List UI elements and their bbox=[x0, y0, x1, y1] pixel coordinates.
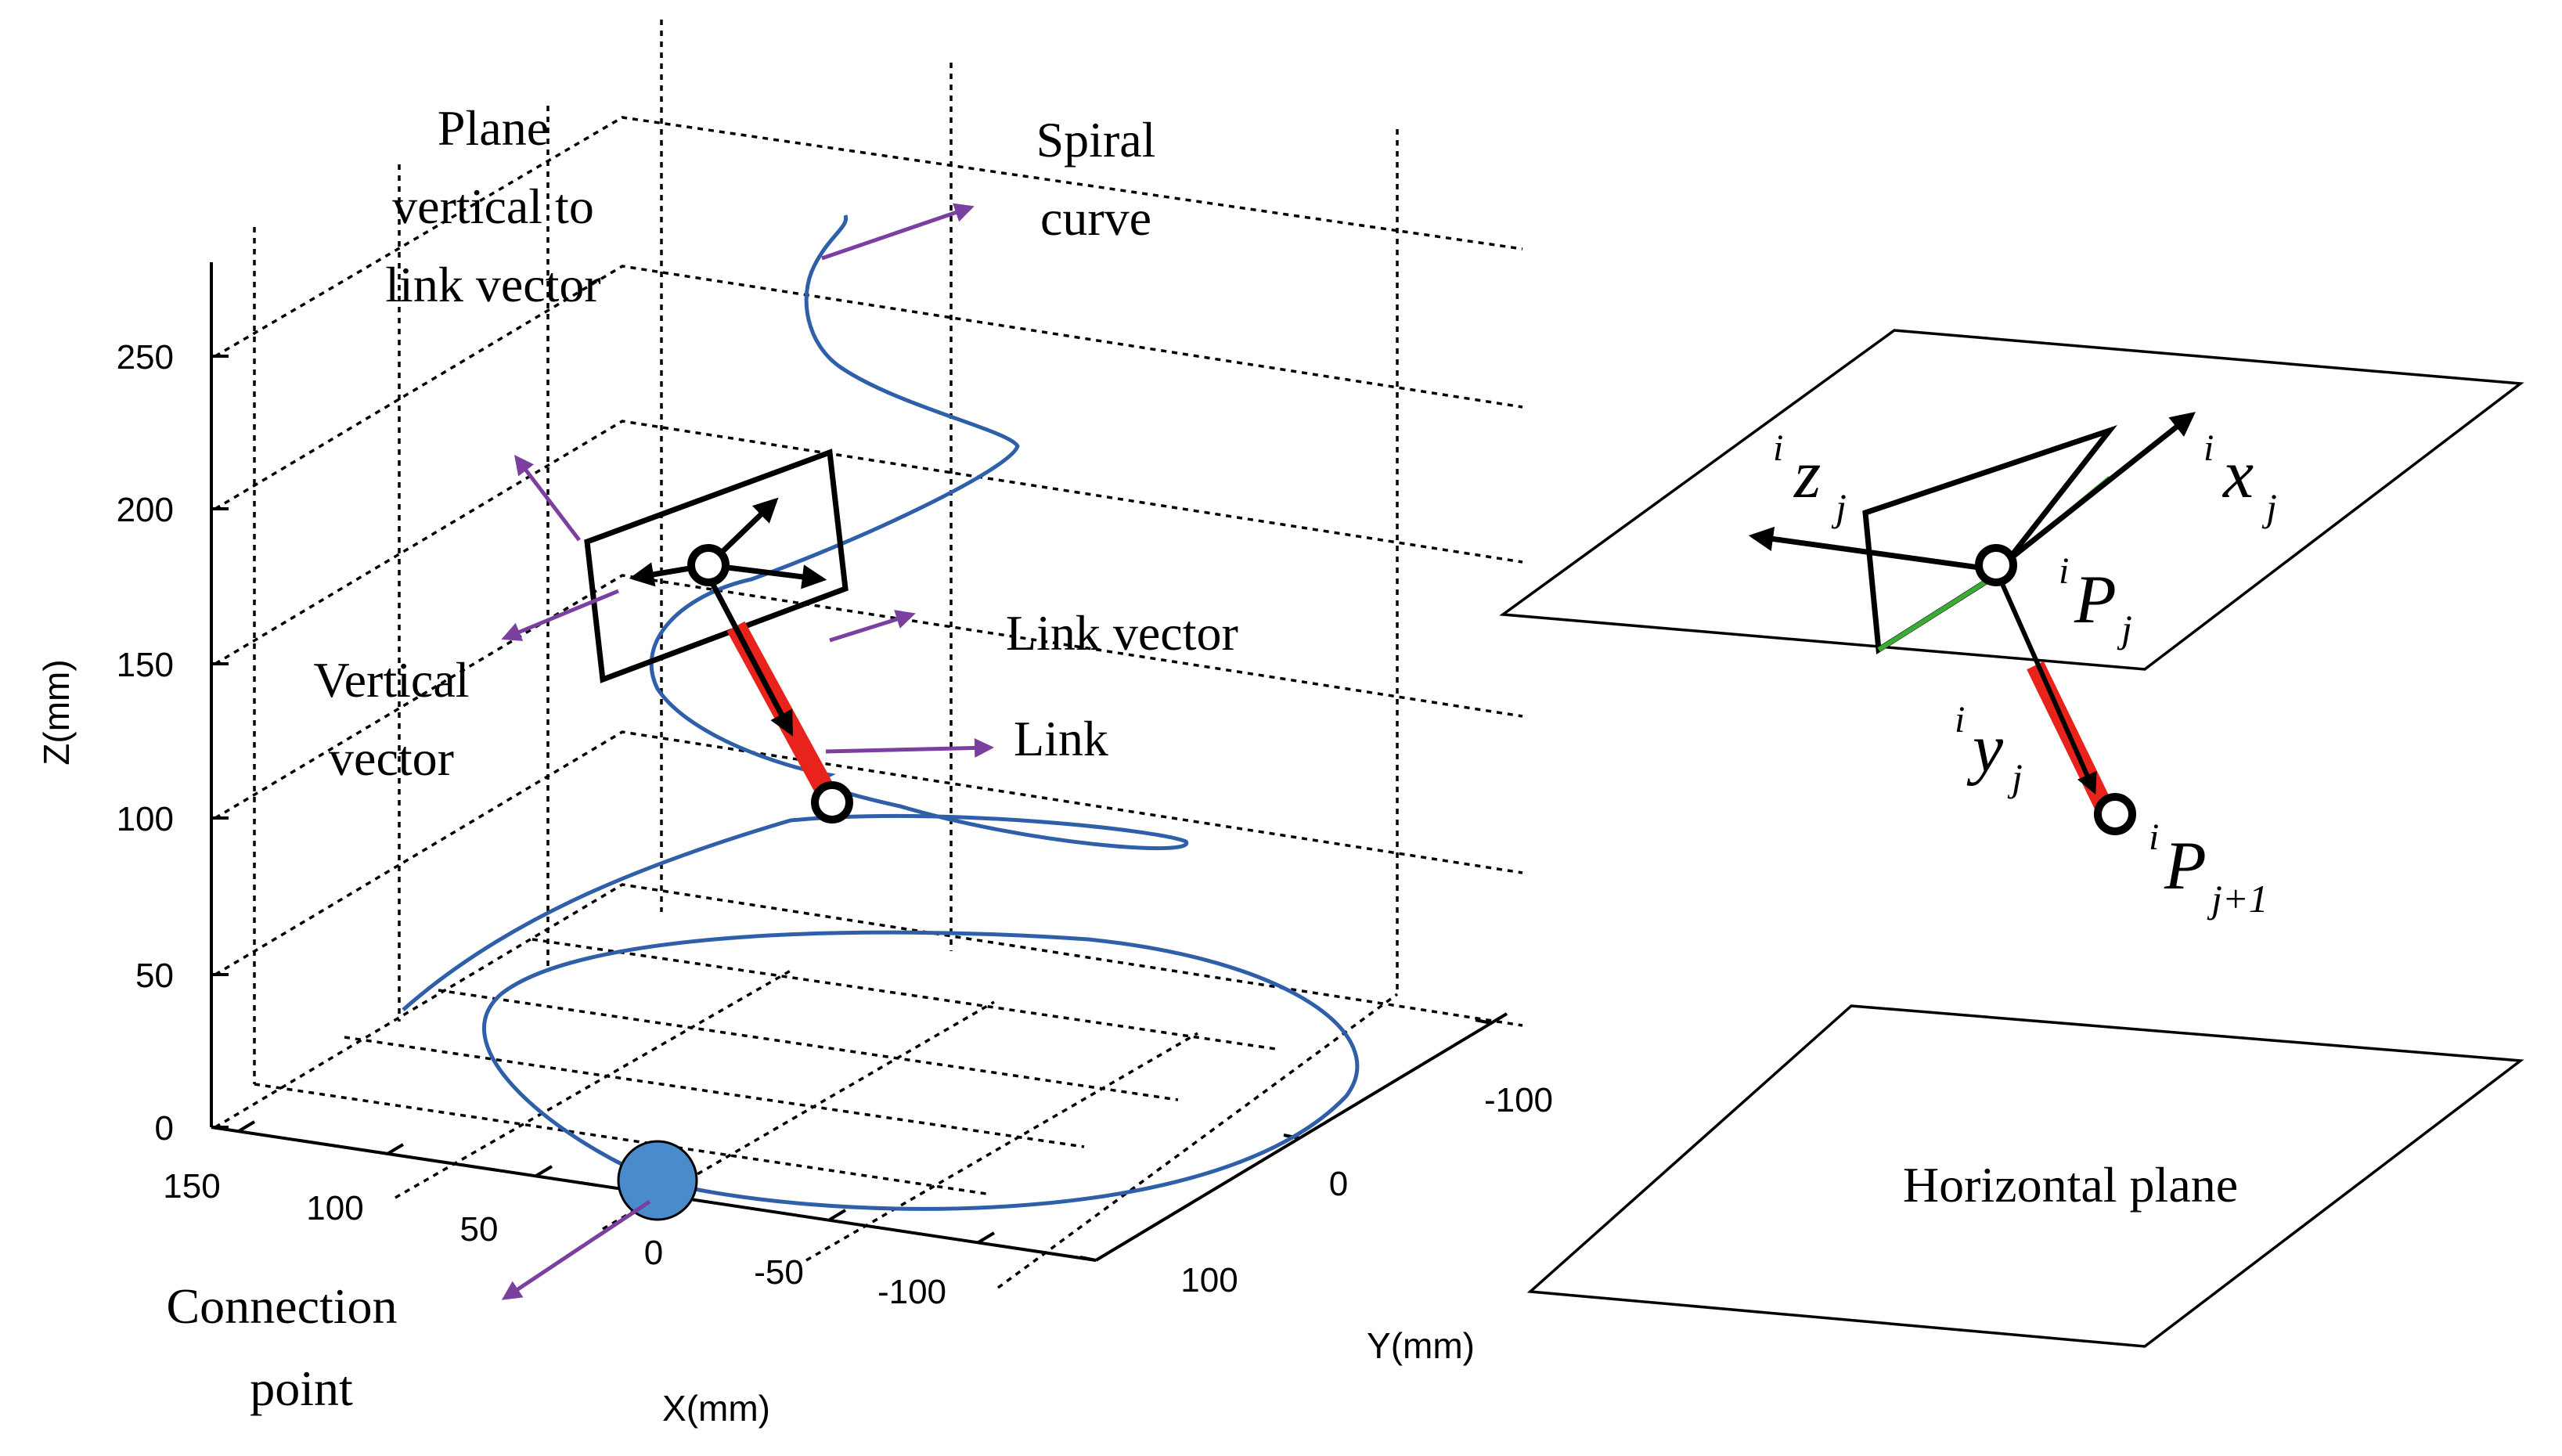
svg-text:j: j bbox=[1831, 485, 1847, 529]
joint-pj-marker bbox=[687, 544, 730, 586]
label-ip-j: i P j bbox=[2059, 550, 2132, 651]
spiral-curve bbox=[402, 214, 1360, 1211]
connection-point-marker bbox=[617, 1140, 698, 1221]
plane-vertical-to-link bbox=[584, 449, 849, 683]
local-frame-plane bbox=[1862, 424, 2117, 655]
svg-text:j+1: j+1 bbox=[2207, 877, 2268, 921]
y-tick-0: 0 bbox=[1329, 1165, 1348, 1203]
x-tick-50: 50 bbox=[460, 1210, 499, 1249]
label-plane-line1: Plane bbox=[438, 100, 549, 156]
y-axis-label: Y(mm) bbox=[1367, 1325, 1475, 1366]
label-ip-j1: i P j+1 bbox=[2149, 816, 2268, 921]
svg-text:x: x bbox=[2221, 437, 2254, 513]
z-tick-250: 250 bbox=[117, 338, 174, 377]
svg-text:P: P bbox=[2164, 828, 2207, 904]
right-joint-pj1-marker bbox=[2094, 793, 2136, 835]
svg-text:j: j bbox=[2007, 755, 2023, 799]
label-vertical-line1: Vertical bbox=[314, 652, 470, 708]
svg-text:y: y bbox=[1966, 711, 2004, 787]
svg-text:P: P bbox=[2074, 562, 2117, 638]
label-spiral-line2: curve bbox=[1040, 190, 1151, 246]
svg-text:i: i bbox=[2149, 816, 2159, 858]
y-tick-minus100: -100 bbox=[1484, 1081, 1553, 1119]
z-tick-200: 200 bbox=[117, 491, 174, 529]
annotation-arrows bbox=[501, 203, 994, 1300]
x-tick-100: 100 bbox=[306, 1189, 363, 1227]
link-vector-arrow bbox=[709, 582, 794, 737]
label-connection-line1: Connection bbox=[166, 1278, 397, 1334]
label-plane-line2: vertical to bbox=[392, 178, 594, 234]
x-tick-150: 150 bbox=[163, 1167, 220, 1206]
x-tick-minus100: -100 bbox=[877, 1273, 946, 1311]
svg-text:j: j bbox=[2117, 607, 2132, 651]
horizontal-plane bbox=[1526, 1004, 2524, 1348]
plot-axes: 0 50 100 150 200 250 150 100 50 0 -50 -1… bbox=[36, 262, 1553, 1429]
label-plane-line3: link vector bbox=[385, 257, 600, 312]
svg-text:z: z bbox=[1793, 437, 1821, 513]
x-tick-minus50: -50 bbox=[754, 1253, 804, 1292]
label-link: Link bbox=[1014, 711, 1108, 766]
plot-grid bbox=[214, 20, 1523, 1289]
x-axis-label: X(mm) bbox=[662, 1388, 770, 1429]
label-iz-j: i z j bbox=[1773, 427, 1847, 529]
svg-text:i: i bbox=[1955, 699, 1965, 741]
y-tick-100: 100 bbox=[1180, 1261, 1238, 1299]
label-iy-j: i y j bbox=[1955, 699, 2023, 799]
z-tick-50: 50 bbox=[135, 957, 174, 995]
z-tick-150: 150 bbox=[117, 646, 174, 684]
z-tick-0: 0 bbox=[155, 1109, 174, 1148]
label-spiral-line1: Spiral bbox=[1036, 112, 1156, 168]
z-axis-label: Z(mm) bbox=[36, 659, 77, 765]
x-axis-arrow bbox=[1994, 412, 2196, 572]
label-connection-line2: point bbox=[250, 1360, 353, 1416]
frame-edge-green bbox=[1877, 573, 1998, 652]
label-vertical-line2: vector bbox=[329, 730, 454, 786]
right-joint-pj-marker bbox=[1975, 544, 2017, 586]
y-axis-arrow bbox=[1994, 568, 2097, 795]
z-tick-100: 100 bbox=[117, 800, 174, 838]
svg-text:i: i bbox=[2059, 550, 2069, 592]
label-ix-j: i x j bbox=[2203, 427, 2277, 529]
x-tick-0: 0 bbox=[644, 1234, 663, 1272]
svg-text:i: i bbox=[2203, 427, 2214, 469]
joint-pj1-marker bbox=[811, 781, 853, 824]
label-horizontal-plane: Horizontal plane bbox=[1903, 1157, 2238, 1213]
label-link-vector: Link vector bbox=[1006, 605, 1238, 661]
svg-text:j: j bbox=[2261, 485, 2277, 529]
svg-text:i: i bbox=[1773, 427, 1783, 469]
z-axis-arrow bbox=[1748, 526, 1997, 573]
upper-plane bbox=[1499, 329, 2524, 671]
